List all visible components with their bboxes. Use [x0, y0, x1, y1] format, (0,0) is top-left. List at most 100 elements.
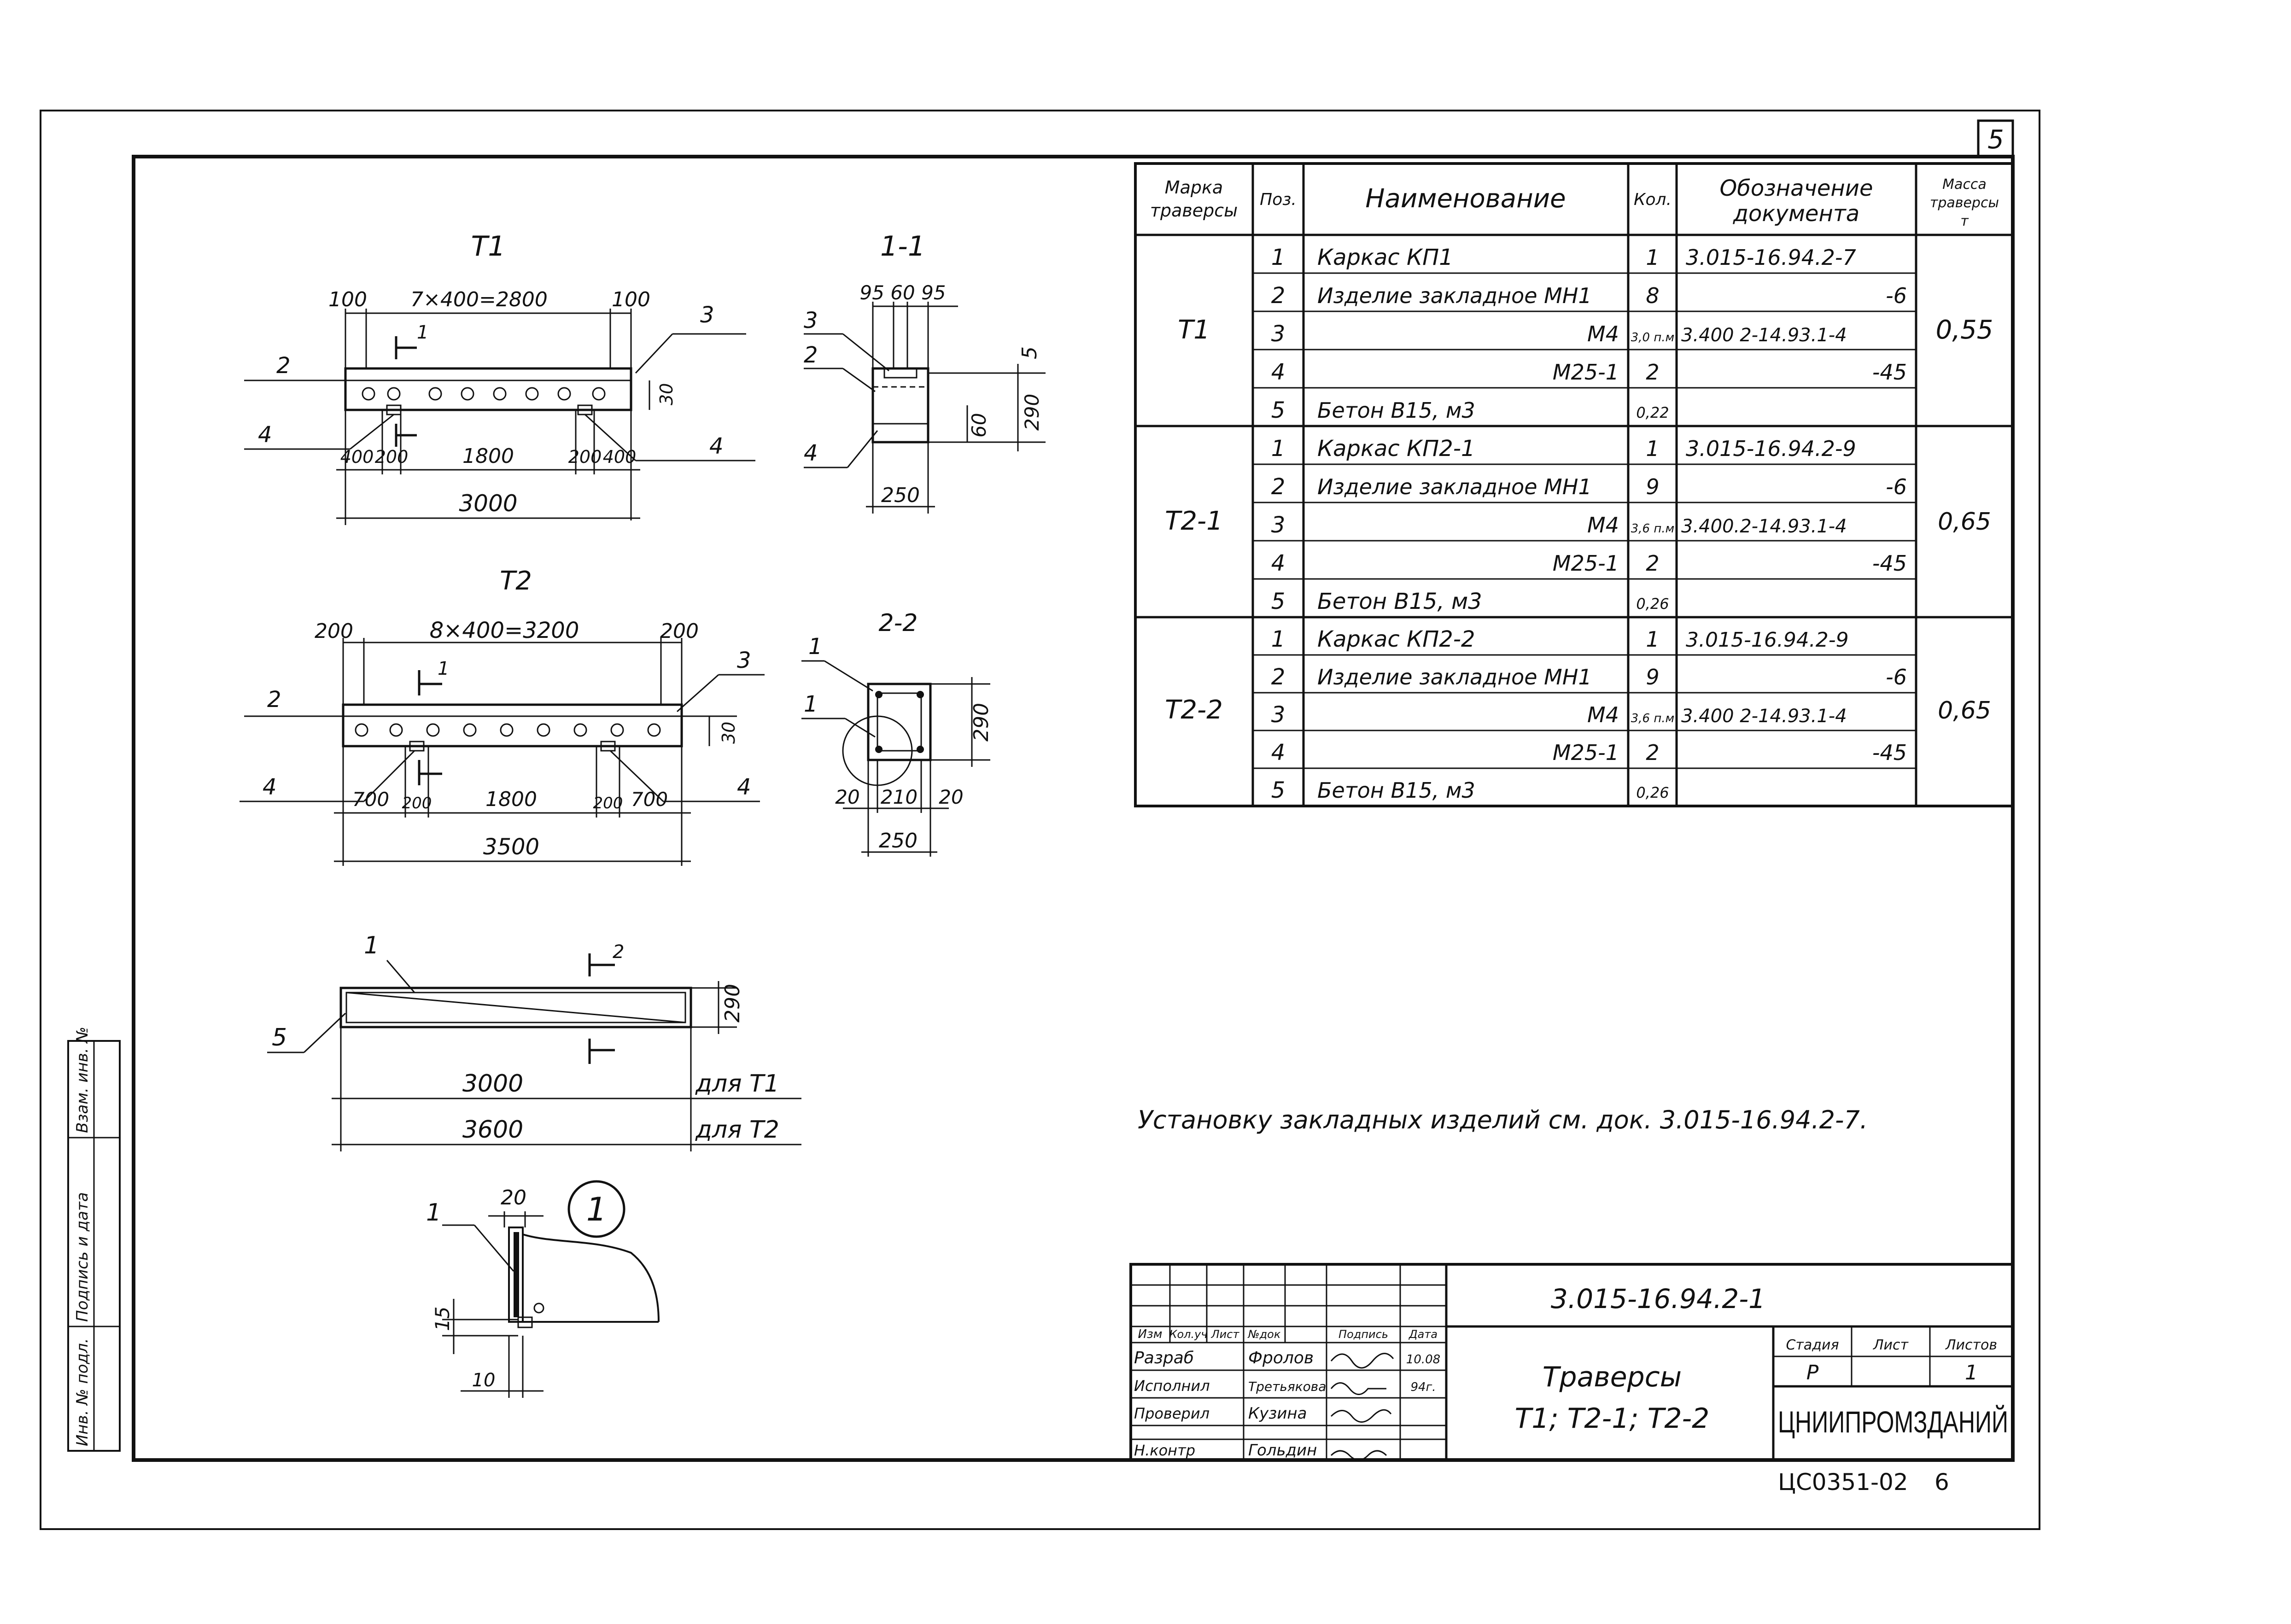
node-dim-left: 15: [431, 1307, 454, 1331]
tb-name-3: Кузина: [1248, 1404, 1307, 1423]
row-name: Бетон В15, м3: [1317, 398, 1475, 423]
table-row: 1 Каркас КП2-1 1 3.015-16.94.2-9: [1271, 436, 1856, 461]
row-qty: 0,22: [1636, 404, 1669, 421]
group-mark: Т2-1: [1165, 506, 1223, 536]
tb-header-1: Изм: [1138, 1327, 1163, 1341]
row-name: М25-1: [1553, 551, 1619, 576]
header-name: Наименование: [1365, 184, 1566, 214]
t1-pos-3: 3: [700, 302, 714, 328]
tb-stage-label: Стадия: [1786, 1337, 1839, 1353]
t2-dim-left: 200: [315, 619, 353, 643]
sheet-number-box: 5: [1977, 119, 2014, 158]
beam-row1-value: 3000: [462, 1070, 523, 1098]
signature-mark: [1330, 1450, 1387, 1461]
tb-header-6: Дата: [1408, 1328, 1438, 1341]
beam-dim-height: 290: [721, 984, 744, 1022]
title-block: Изм Кол.уч Лист №док Подпись Дата Разраб…: [1129, 1263, 2014, 1461]
s11-pos-2: 2: [804, 342, 818, 368]
tb-date-1: 10.08: [1406, 1353, 1440, 1367]
tb-name-1: Фролов: [1248, 1349, 1314, 1367]
row-doc: 3.015-16.94.2-7: [1686, 245, 1856, 270]
table-row: 2 Изделие закладное МН1 8 -6: [1271, 283, 1907, 309]
t1-title: Т1: [471, 230, 506, 263]
t1-rods: [362, 387, 606, 401]
beam-cut-mark-top: 2: [613, 941, 624, 963]
signature-mark: [1330, 1382, 1386, 1395]
s11-dim-bottom: 250: [881, 484, 920, 507]
s11-pos-3: 3: [804, 308, 818, 333]
t1-cut-mark: 1: [417, 322, 428, 343]
row-name: Бетон В15, м3: [1317, 778, 1475, 803]
inner-frame: [132, 155, 2015, 1462]
row-pos: 5: [1271, 777, 1286, 803]
table-row: 3 М4 3,0 п.м 3.400 2-14.93.1-4: [1271, 321, 1847, 347]
sheet-number: 5: [1987, 125, 2004, 155]
row-name: Изделие закладное МН1: [1317, 474, 1592, 499]
table-row: 2 Изделие закладное МН1 9 -6: [1271, 664, 1907, 690]
tb-title-2: Т1; Т2-1; Т2-2: [1515, 1402, 1710, 1435]
row-qty: 1: [1646, 627, 1659, 652]
beam-row2-label: для Т2: [695, 1116, 779, 1144]
tb-doc-code: 3.015-16.94.2-1: [1551, 1283, 1765, 1314]
section-2-2: 2-2 290 20 210 20 250 1 1: [801, 609, 993, 857]
row-pos: 3: [1271, 702, 1286, 728]
row-pos: 1: [1271, 245, 1286, 270]
row-qty: 8: [1646, 283, 1659, 308]
t1-dim-total: 3000: [459, 490, 517, 517]
s22-title: 2-2: [879, 609, 918, 637]
t1-dim-height: 30: [656, 383, 677, 405]
installation-note: Установку закладных изделий см. док. 3.0…: [1138, 1105, 1868, 1134]
row-doc: 3.015-16.94.2-9: [1686, 628, 1849, 652]
row-pos: 4: [1271, 359, 1286, 385]
s11-dim-right-b: 290: [1021, 394, 1043, 431]
side-stamp-label-1: Инв. № подл.: [73, 1338, 92, 1446]
tb-sheets-label: Листов: [1945, 1337, 1997, 1353]
row-name: Каркас КП2-1: [1317, 436, 1475, 461]
tb-role-1: Разраб: [1134, 1349, 1194, 1367]
node-dim-bottom: 10: [472, 1370, 496, 1391]
t1-dim-right: 100: [612, 288, 650, 311]
node-pos-1: 1: [426, 1199, 441, 1227]
row-qty: 1: [1646, 245, 1659, 270]
table-row: 1 Каркас КП1 1 3.015-16.94.2-7: [1271, 245, 1856, 270]
t1-pos-4a: 4: [258, 422, 272, 448]
row-doc: -45: [1872, 551, 1907, 576]
table-row: 2 Изделие закладное МН1 9 -6: [1271, 474, 1907, 500]
table-row: 3 М4 3,6 п.м 3.400.2-14.93.1-4: [1271, 512, 1847, 538]
row-name: М4: [1587, 702, 1619, 727]
row-name: М4: [1587, 513, 1619, 537]
view-t2: Т2 200 8×400=3200 200 30 1: [240, 566, 765, 866]
row-qty: 3,0 п.м: [1631, 331, 1675, 345]
row-qty: 2: [1646, 740, 1659, 765]
tb-header-3: Лист: [1211, 1328, 1240, 1341]
tb-header-4: №док: [1247, 1328, 1281, 1341]
t2-cut-mark: 1: [438, 658, 449, 679]
node-1-detail: 1 20 15 10 1: [426, 1180, 660, 1398]
header-qty: Кол.: [1634, 190, 1671, 209]
group-mass: 0,55: [1936, 315, 1993, 345]
row-qty: 3,6 п.м: [1631, 522, 1675, 536]
tb-name-4: Гольдин: [1248, 1441, 1317, 1460]
s11-dim-right-a: 5: [1018, 346, 1041, 359]
row-doc: -6: [1886, 474, 1907, 499]
t2-pos-4a: 4: [263, 774, 277, 800]
row-qty: 9: [1646, 474, 1659, 499]
table-row: 4 М25-1 2 -45: [1271, 359, 1907, 385]
table-row: 4 М25-1 2 -45: [1271, 550, 1907, 576]
signature-mark: [1330, 1353, 1394, 1369]
s22-pos-1a: 1: [808, 634, 823, 660]
t1-dim-bottom-1: 400: [340, 447, 374, 467]
outer-frame: [40, 110, 2040, 1530]
tb-sheets: 1: [1965, 1361, 1978, 1384]
tb-stage: Р: [1806, 1361, 1819, 1384]
t2-dim-bottom-1: 700: [352, 788, 389, 811]
s11-dim-top: 95 60 95: [859, 281, 946, 304]
node-callout: 1: [586, 1191, 607, 1228]
t2-dim-bottom-2: 200: [402, 794, 432, 812]
row-pos: 5: [1271, 397, 1286, 423]
row-qty: 0,26: [1636, 595, 1669, 613]
footer-stamp: ЦС0351-02: [1778, 1469, 1908, 1495]
